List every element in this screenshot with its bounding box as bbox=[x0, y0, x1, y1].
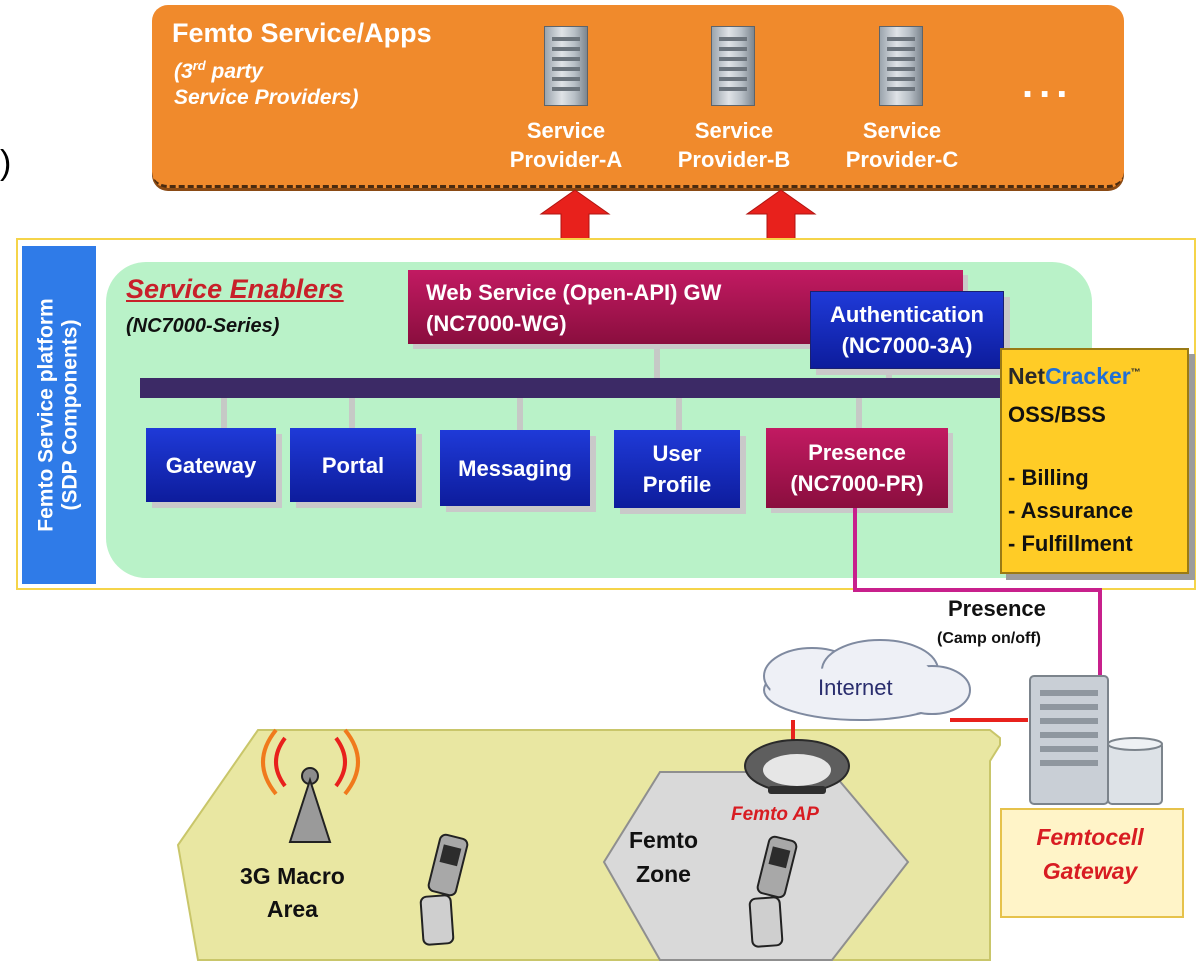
connector-stem bbox=[654, 344, 660, 380]
server-icon bbox=[711, 26, 755, 106]
cell-tower-icon bbox=[261, 728, 360, 843]
gateway-box: Gateway bbox=[146, 428, 276, 502]
presence-box: Presence(NC7000-PR) bbox=[766, 428, 948, 508]
service-apps-band bbox=[152, 5, 1124, 188]
mobile-phone-icon bbox=[419, 833, 469, 946]
connector-stem bbox=[676, 396, 682, 430]
connector-stem bbox=[886, 368, 892, 380]
oss-bss-box bbox=[1000, 348, 1189, 574]
service-apps-title: Femto Service/Apps bbox=[172, 18, 432, 48]
camp-on-off-label: (Camp on/off) bbox=[937, 630, 1041, 647]
femtocell-gateway-server-icon bbox=[1029, 675, 1163, 805]
connector-stem bbox=[349, 396, 355, 428]
oss-bss-title: OSS/BSS bbox=[1008, 402, 1106, 427]
oss-item-assurance: - Assurance bbox=[1008, 498, 1134, 523]
femto-ap-label: Femto AP bbox=[731, 804, 819, 825]
femto-ap-icon bbox=[744, 739, 850, 794]
oss-item-fulfillment: - Fulfillment bbox=[1008, 531, 1133, 556]
authentication-box: Authentication(NC7000-3A) bbox=[810, 291, 1004, 369]
more-providers-ellipsis: ... bbox=[1022, 62, 1074, 106]
messaging-box: Messaging bbox=[440, 430, 590, 506]
service-apps-subtitle-line2: Service Providers) bbox=[174, 86, 359, 109]
service-apps-subtitle-line1: (3rd party bbox=[174, 58, 263, 83]
web-service-gateway-label: Web Service (Open-API) GW bbox=[426, 280, 722, 305]
mobile-phone-icon bbox=[748, 835, 798, 948]
server-icon bbox=[879, 26, 923, 106]
service-bus bbox=[140, 378, 1018, 398]
connector-stem bbox=[221, 396, 227, 428]
netcracker-logo: NetCracker™ bbox=[1008, 363, 1141, 389]
internet-cloud-icon bbox=[763, 639, 971, 721]
portal-box: Portal bbox=[290, 428, 416, 502]
presence-connection-line bbox=[853, 508, 1102, 690]
server-icon bbox=[544, 26, 588, 106]
internet-label: Internet bbox=[818, 675, 893, 700]
web-service-gateway-model: (NC7000-WG) bbox=[426, 311, 567, 336]
femtocell-gateway-label-box bbox=[1000, 808, 1184, 918]
platform-label-bar bbox=[22, 246, 96, 584]
connector-stem bbox=[517, 396, 523, 430]
stray-parenthesis: ) bbox=[0, 144, 12, 182]
oss-item-billing: - Billing bbox=[1008, 465, 1089, 490]
service-enablers-subtitle: (NC7000-Series) bbox=[126, 315, 280, 337]
service-enablers-title: Service Enablers bbox=[126, 274, 344, 304]
connector-stem bbox=[856, 396, 862, 428]
presence-connection-label: Presence bbox=[948, 596, 1046, 621]
